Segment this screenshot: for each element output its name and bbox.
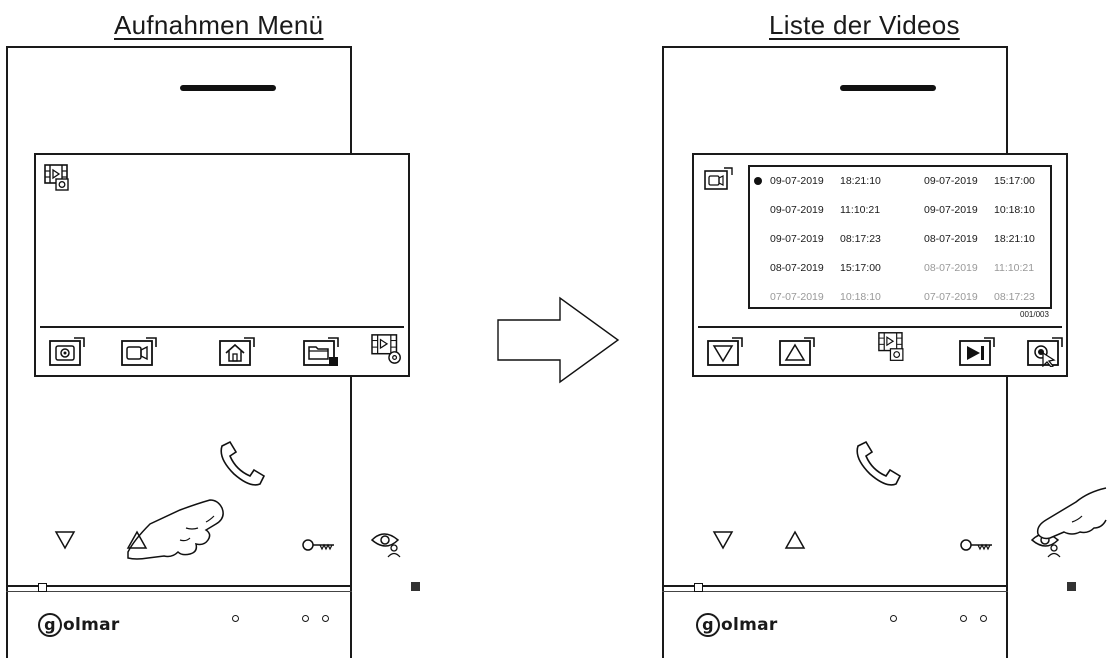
page-counter: 001/003 [1020,310,1049,319]
led-indicator-dark [411,582,420,591]
down-triangle-icon[interactable] [712,530,734,550]
speaker-slot [180,85,276,91]
right-arrow-icon [497,296,620,384]
left-screen [34,153,410,377]
video-time[interactable]: 18:21:10 [840,175,881,187]
video-date[interactable]: 09-07-2019 [924,204,978,216]
video-date[interactable]: 07-07-2019 [924,291,978,303]
menu-divider [40,326,404,328]
video-time[interactable]: 10:18:10 [994,204,1035,216]
video-time[interactable]: 15:17:00 [994,175,1035,187]
right-monitor: 09-07-2019 18:21:10 09-07-2019 15:17:00 … [662,46,1107,658]
video-time[interactable]: 08:17:23 [994,291,1035,303]
mic-hole [232,615,239,622]
video-time[interactable]: 10:18:10 [840,291,881,303]
video-date[interactable]: 09-07-2019 [924,175,978,187]
down-triangle-icon[interactable] [54,530,76,550]
video-time[interactable]: 08:17:23 [840,233,881,245]
video-camera-icon [704,167,733,190]
left-panel-title: Aufnahmen Menü [114,10,324,40]
bottom-divider [662,585,1008,587]
pointing-hand-icon [1036,487,1107,540]
up-triangle-icon[interactable] [778,335,818,367]
led-indicator-dark [1067,582,1076,591]
sensor-hole [302,615,309,622]
video-date[interactable]: 08-07-2019 [770,262,824,274]
video-list: 09-07-2019 18:21:10 09-07-2019 15:17:00 … [748,165,1052,309]
speaker-slot [840,85,936,91]
led-indicator [694,583,703,592]
video-date[interactable]: 09-07-2019 [770,233,824,245]
touch-select-icon[interactable] [1026,335,1066,367]
down-triangle-icon[interactable] [706,335,746,367]
video-date[interactable]: 08-07-2019 [924,233,978,245]
bottom-divider-thin [6,591,352,592]
led-indicator [38,583,47,592]
video-time[interactable]: 15:17:00 [840,262,881,274]
sensor-hole [960,615,967,622]
pointing-hand-icon [127,499,224,560]
menu-divider [698,326,1062,328]
camera-icon[interactable] [48,335,88,367]
key-icon[interactable] [960,538,994,552]
video-time[interactable]: 11:10:21 [994,262,1035,274]
up-triangle-icon[interactable] [784,530,806,550]
phone-handset-icon[interactable] [214,438,272,496]
selection-bullet [754,177,762,185]
video-date[interactable]: 07-07-2019 [770,291,824,303]
video-time[interactable]: 18:21:10 [994,233,1035,245]
right-panel-title: Liste der Videos [769,10,960,40]
bottom-divider [6,585,352,587]
video-date[interactable]: 09-07-2019 [770,175,824,187]
play-next-icon[interactable] [958,335,998,367]
video-gallery-icon[interactable] [874,331,914,363]
folder-sd-icon[interactable] [302,335,342,367]
video-camera-icon[interactable] [120,335,160,367]
video-date[interactable]: 09-07-2019 [770,204,824,216]
sensor-hole [322,615,329,622]
up-triangle-icon[interactable] [126,530,148,550]
phone-handset-icon[interactable] [850,438,908,496]
video-gallery-icon [44,164,69,191]
right-screen: 09-07-2019 18:21:10 09-07-2019 15:17:00 … [692,153,1068,377]
mic-hole [890,615,897,622]
home-icon[interactable] [218,335,258,367]
video-settings-icon[interactable] [368,333,408,365]
video-date[interactable]: 08-07-2019 [924,262,978,274]
sensor-hole [980,615,987,622]
bottom-divider-thin [662,591,1008,592]
eye-user-icon[interactable] [370,528,404,558]
video-time[interactable]: 11:10:21 [840,204,881,216]
key-icon[interactable] [302,538,336,552]
